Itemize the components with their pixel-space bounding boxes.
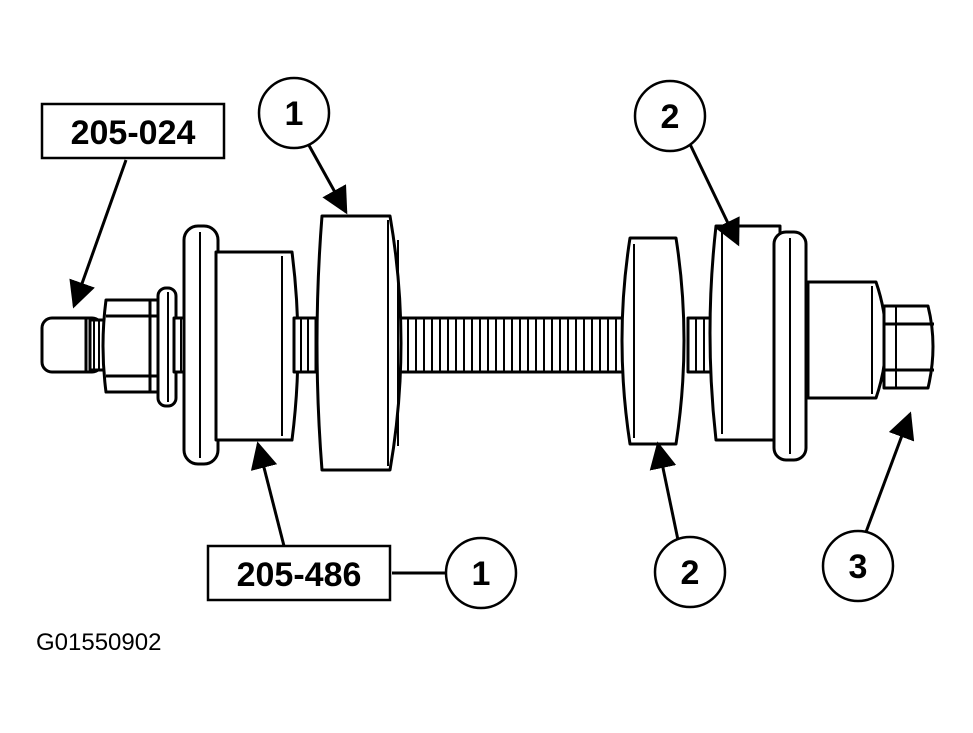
part-1-receiver <box>315 214 403 472</box>
tool-label-205-486: 205-486 <box>206 544 392 602</box>
left-cup-flange <box>182 224 220 466</box>
left-washer <box>156 286 178 408</box>
callout-1-top-text: 1 <box>285 95 304 133</box>
callout-1-bottom: 1 <box>444 536 518 610</box>
callout-1-top: 1 <box>257 76 331 150</box>
callout-2-top-text: 2 <box>661 98 680 136</box>
leader-3-bottom <box>864 411 915 533</box>
callout-2-bottom-text: 2 <box>681 554 700 592</box>
left-cup-body <box>214 250 300 442</box>
part-3-bearing <box>806 280 888 400</box>
leader-1-top <box>304 139 348 215</box>
callout-2-bottom: 2 <box>653 535 727 609</box>
callout-3-bottom: 3 <box>821 529 895 603</box>
tool-label-top-text: 205-024 <box>71 114 196 152</box>
leader-205-024 <box>69 159 128 309</box>
callout-3-bottom-text: 3 <box>849 548 868 586</box>
left-rod-stub <box>40 316 106 374</box>
callout-1-bottom-text: 1 <box>472 555 491 593</box>
part-2-cup-flange <box>772 230 808 462</box>
part-2-spacer <box>620 236 686 446</box>
part-2-cup-body <box>708 224 782 442</box>
leader-205-486 <box>250 441 286 547</box>
threaded-rod <box>396 316 630 374</box>
tool-label-bottom-text: 205-486 <box>237 556 362 594</box>
tool-label-205-024: 205-024 <box>40 102 226 160</box>
leader-2-bottom <box>649 441 680 541</box>
left-hex-nut <box>101 298 162 394</box>
mid-thread-right <box>686 316 714 374</box>
figure-code: G01550902 <box>36 629 161 656</box>
callout-2-top: 2 <box>633 79 707 153</box>
leader-2-top <box>686 139 740 247</box>
part-3-hex-nut <box>882 304 935 390</box>
mid-thread-left <box>292 316 318 374</box>
